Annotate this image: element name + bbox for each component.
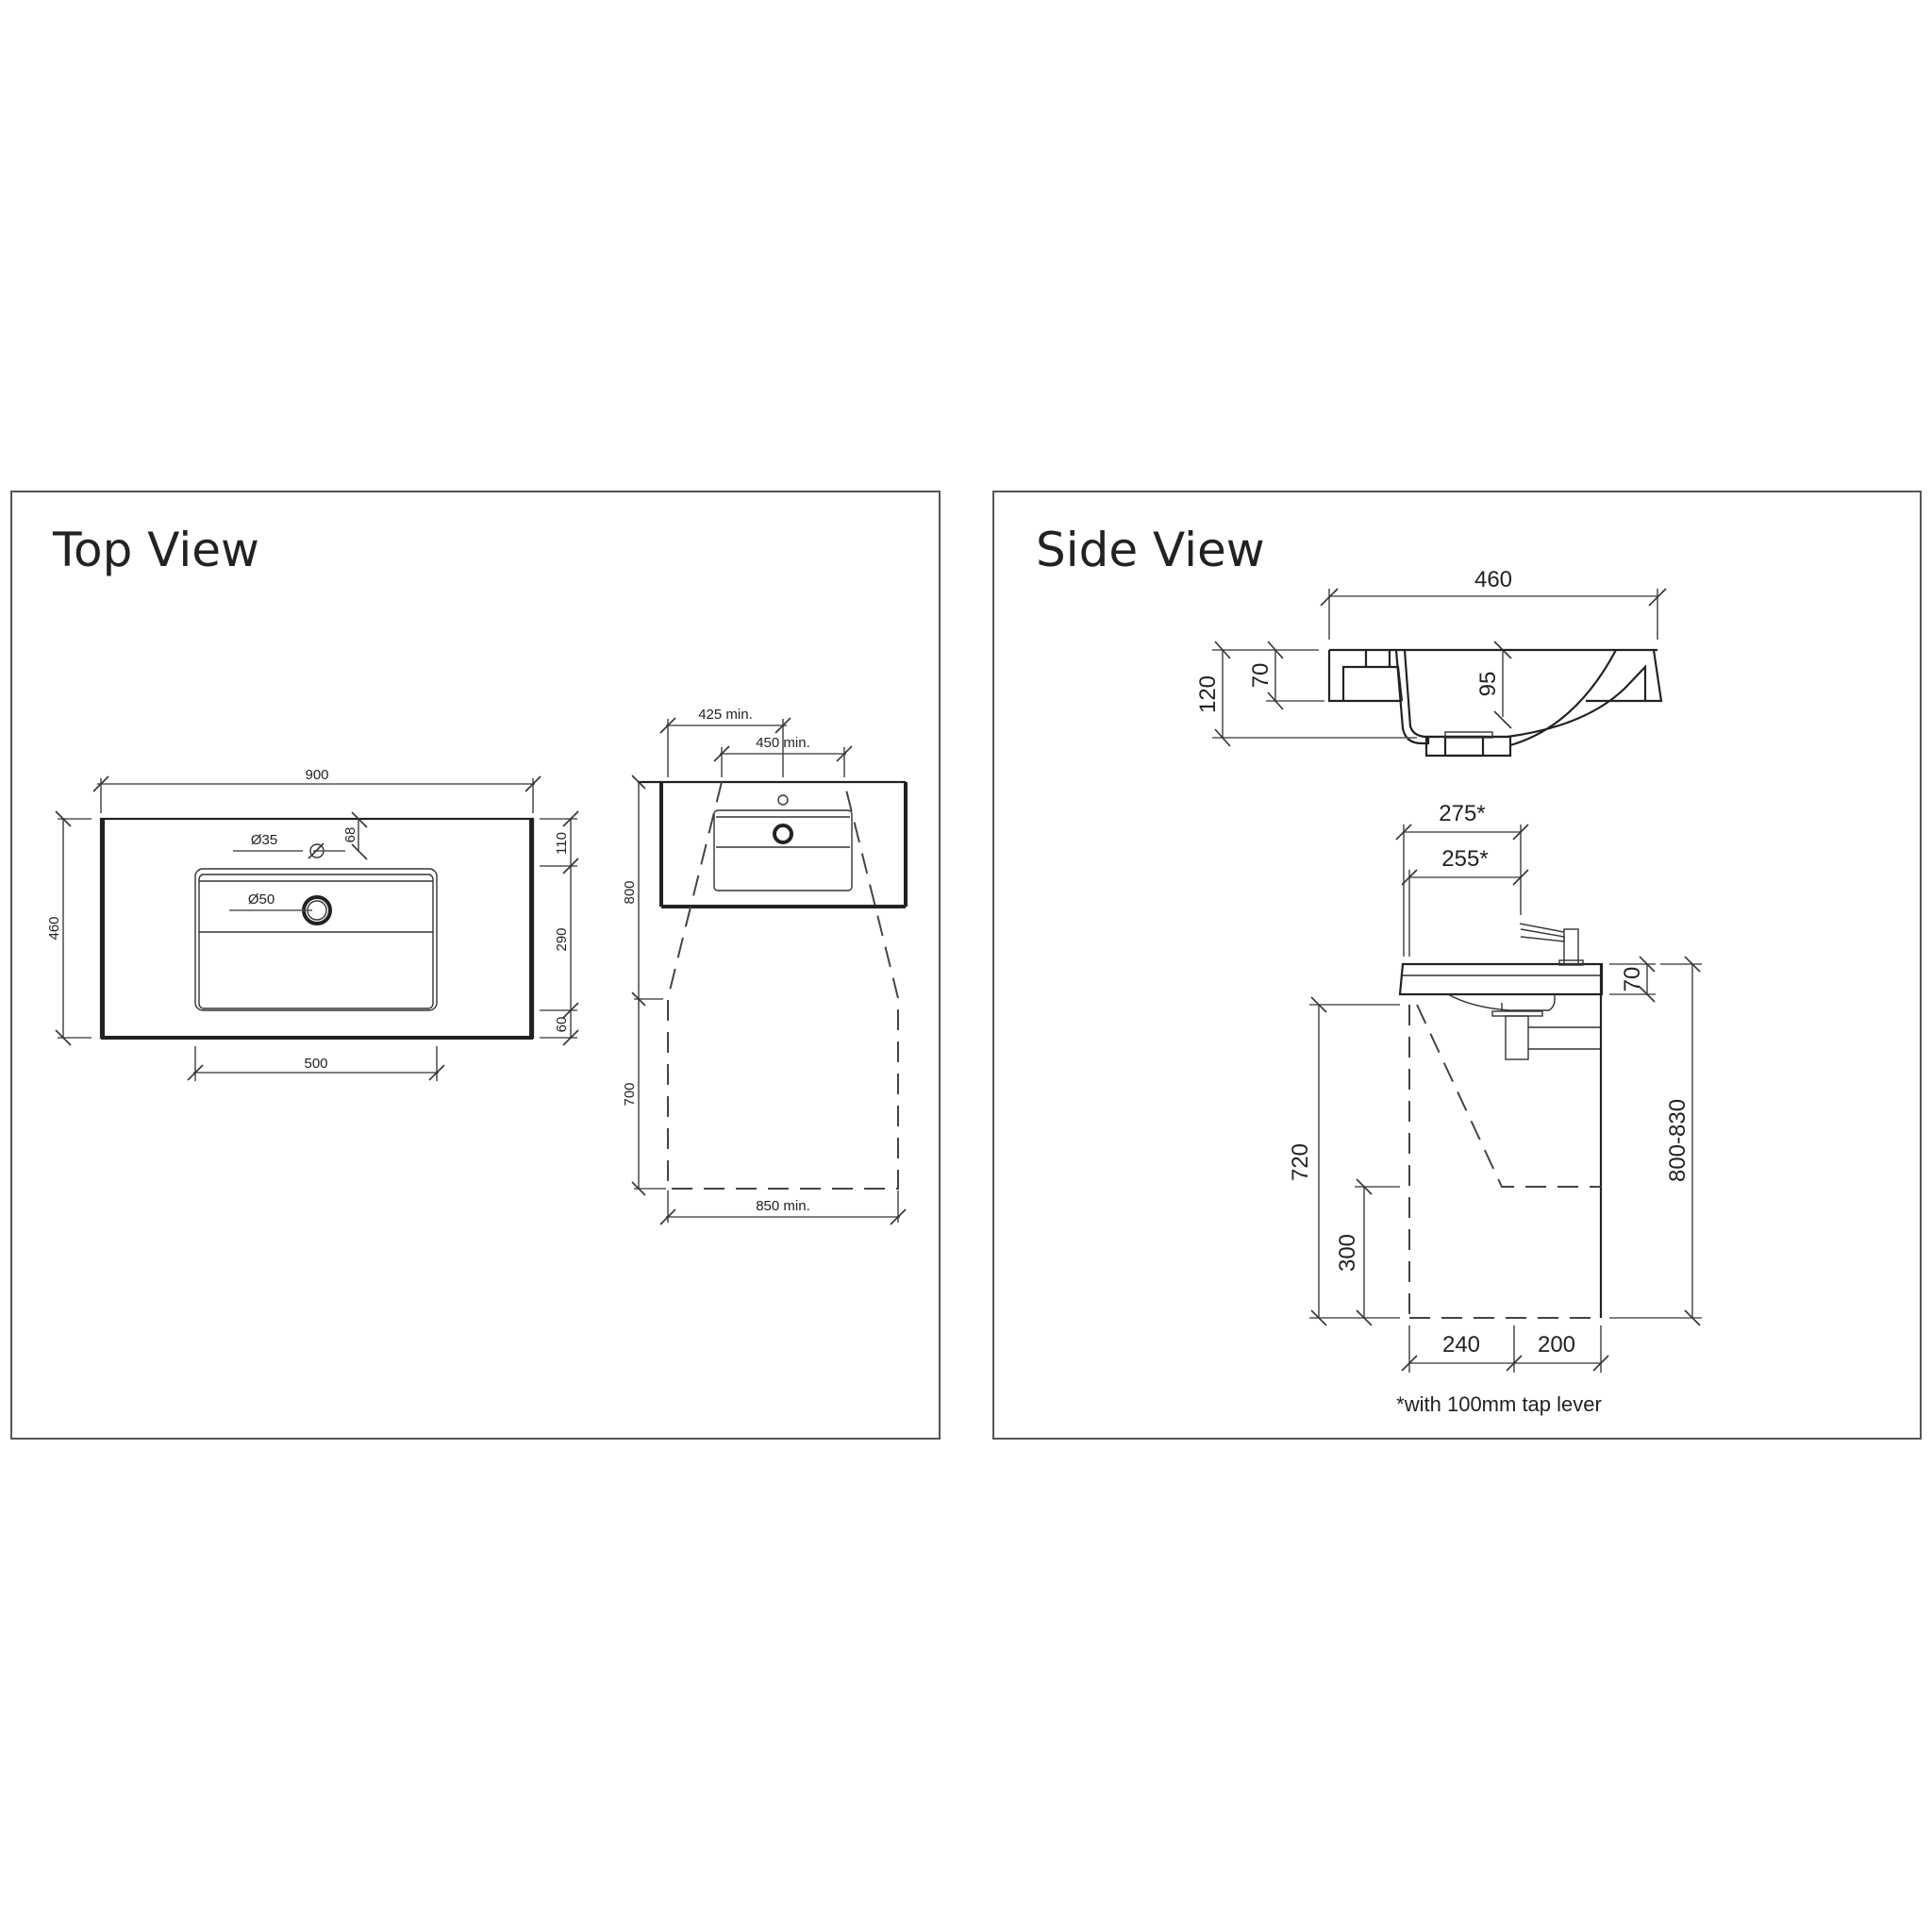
elevation-dimensions (1309, 824, 1702, 1373)
basin-section-labels: 460 120 70 95 (1195, 567, 1512, 713)
dim-460: 460 (46, 916, 62, 940)
dim-290: 290 (554, 927, 570, 951)
basin-plan-labels: 900 460 110 290 60 68 Ø35 Ø50 500 (46, 767, 570, 1072)
dim-section-70: 70 (1248, 663, 1274, 689)
footnote: *with 100mm tap lever (1396, 1392, 1602, 1416)
dim-300: 300 (1335, 1234, 1360, 1272)
elevation-drawing (1398, 923, 1604, 1319)
dim-275: 275* (1439, 801, 1485, 826)
dim-200: 200 (1538, 1332, 1575, 1357)
dim-110: 110 (554, 832, 570, 855)
dim-section-460: 460 (1474, 567, 1512, 592)
side-view-title: Side View (1036, 523, 1265, 577)
dim-850-min: 850 min. (756, 1198, 810, 1214)
dim-waste-diameter: Ø50 (248, 891, 275, 908)
dim-720: 720 (1288, 1143, 1313, 1181)
basin-section-drawing (1327, 648, 1663, 758)
basin-plan-drawing (99, 817, 535, 1040)
dim-68: 68 (342, 827, 358, 843)
basin-section-dimensions (1212, 588, 1667, 747)
dim-tap-diameter: Ø35 (251, 832, 277, 848)
dim-450-min: 450 min. (756, 735, 810, 751)
dim-800-830: 800-830 (1665, 1099, 1690, 1182)
dim-elevation-70: 70 (1620, 967, 1645, 992)
dim-900: 900 (305, 767, 328, 783)
top-view-panel (10, 491, 941, 1440)
dim-700: 700 (622, 1082, 638, 1106)
dim-95: 95 (1475, 672, 1501, 697)
clearance-dimensions (631, 717, 907, 1225)
clearance-labels: 425 min. 450 min. 800 700 850 min. (622, 707, 810, 1214)
dim-500: 500 (304, 1056, 327, 1072)
elevation-labels: 275* 255* 70 800-830 720 300 240 200 *wi… (1288, 801, 1690, 1416)
side-view-panel (992, 491, 1922, 1440)
dim-120: 120 (1195, 675, 1221, 713)
dim-60: 60 (554, 1017, 570, 1033)
dim-240: 240 (1442, 1332, 1480, 1357)
top-view-title: Top View (52, 523, 259, 577)
dim-255: 255* (1441, 846, 1488, 872)
dim-425-min: 425 min. (698, 707, 753, 723)
dim-800: 800 (622, 880, 638, 904)
basin-plan-dimensions (55, 775, 579, 1081)
clearance-drawing (638, 780, 908, 1190)
